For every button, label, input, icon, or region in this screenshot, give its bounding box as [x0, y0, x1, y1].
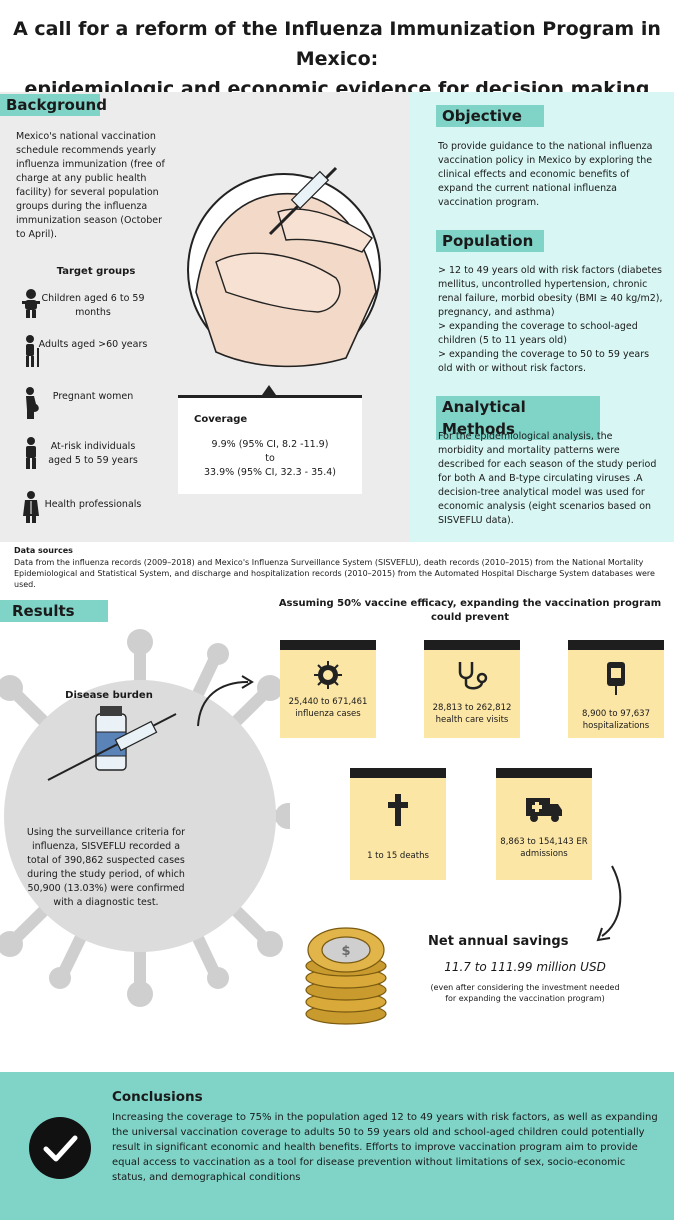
savings-value: 11.7 to 111.99 million USD: [444, 960, 606, 974]
child-icon: [22, 289, 40, 318]
objective-label: Objective: [436, 105, 544, 127]
savings-note-line-2: for expanding the vaccination program): [445, 994, 605, 1003]
checkmark-icon: [29, 1117, 91, 1179]
arrow-to-savings: [596, 865, 622, 942]
target-groups-title: Target groups: [56, 266, 136, 277]
conclusions-label: Conclusions: [112, 1089, 203, 1105]
methods-label: Analytical Methods: [436, 396, 600, 440]
coverage-low: 9.9% (95% CI, 8.2 -11.9): [211, 439, 329, 450]
pregnant-woman-icon: [26, 387, 39, 419]
results-label: Results: [0, 600, 108, 622]
virus-graphic: [0, 629, 290, 1007]
target-group-health-professionals: Health professionals: [44, 499, 142, 510]
objective-text: To provide guidance to the national infl…: [438, 141, 653, 208]
savings-title: Net annual savings: [428, 934, 569, 949]
target-group-pregnant: Pregnant women: [52, 391, 134, 402]
person-icon: [26, 437, 36, 469]
hospitalizations-card: 8,900 to 97,637 hospitalizations: [568, 640, 664, 738]
population-item: > expanding the coverage to 50 to 59 yea…: [438, 349, 650, 374]
vaccination-arm-illustration: [187, 166, 381, 368]
background-label: Background: [0, 94, 107, 116]
coverage-high: 33.9% (95% CI, 32.3 - 35.4): [204, 467, 336, 478]
disease-burden-text: Using the surveillance criteria for infl…: [26, 827, 186, 908]
deaths-card: 1 to 15 deaths: [350, 768, 446, 880]
coins-icon: $: [305, 927, 387, 1025]
target-group-children: Children aged 6 to 59 months: [41, 293, 145, 318]
data-sources-label: Data sources: [14, 546, 73, 555]
health-professional-icon: [23, 491, 39, 523]
methods-text: For the epidemiological analysis, the mo…: [438, 431, 657, 526]
er-admissions-text: 8,863 to 154,143 ER admissions: [500, 837, 588, 859]
infographic-title: A call for a reform of the Influenza Imm…: [0, 14, 674, 104]
population-label: Population: [436, 230, 544, 252]
background-text: Mexico's national vaccination schedule r…: [16, 131, 165, 240]
population-item: > expanding the coverage to school-aged …: [438, 321, 638, 346]
deaths-text: 1 to 15 deaths: [367, 851, 429, 861]
health-care-visits-text: 28,813 to 262,812 health care visits: [432, 703, 512, 725]
assumption-line-2: could prevent: [430, 612, 510, 623]
coverage-box: Coverage 9.9% (95% CI, 8.2 -11.9) to 33.…: [178, 395, 362, 494]
stethoscope-icon: [458, 662, 488, 690]
ambulance-icon: [526, 798, 562, 822]
elderly-icon: [26, 335, 39, 367]
population-item: > 12 to 49 years old with risk factors (…: [438, 265, 663, 318]
conclusions-text: Increasing the coverage to 75% in the po…: [112, 1112, 658, 1183]
objective-panel: [410, 92, 674, 542]
coverage-label: Coverage: [194, 414, 248, 425]
iv-bag-icon: [607, 662, 625, 695]
hospitalizations-text: 8,900 to 97,637 hospitalizations: [581, 709, 650, 731]
disease-burden-title: Disease burden: [65, 690, 153, 701]
er-admissions-card: 8,863 to 154,143 ER admissions: [496, 768, 592, 880]
conclusions-panel: [0, 1072, 674, 1220]
title-line-1: A call for a reform of the Influenza Imm…: [13, 18, 661, 70]
assumption-text: Assuming 50% vaccine efficacy, expanding…: [268, 597, 672, 625]
cross-icon: [388, 794, 408, 826]
coverage-to: to: [265, 453, 275, 464]
target-group-adults: Adults aged >60 years: [38, 339, 148, 350]
target-group-at-risk: At-risk individuals aged 5 to 59 years: [48, 441, 138, 466]
health-care-visits-card: 28,813 to 262,812 health care visits: [424, 640, 520, 738]
coverage-pointer: [262, 385, 276, 395]
arrow-to-cards: [197, 675, 254, 727]
influenza-cases-card: 25,440 to 671,461 influenza cases: [280, 640, 376, 738]
data-sources-text: Data from the influenza records (2009–20…: [14, 558, 655, 589]
influenza-cases-text: 25,440 to 671,461 influenza cases: [288, 697, 368, 719]
svg-text:$: $: [341, 944, 350, 959]
savings-note: (even after considering the investment n…: [390, 982, 660, 1004]
population-list: > 12 to 49 years old with risk factors (…: [438, 264, 664, 376]
savings-note-line-1: (even after considering the investment n…: [430, 983, 620, 992]
assumption-line-1: Assuming 50% vaccine efficacy, expanding…: [278, 598, 662, 609]
virus-icon: [314, 661, 342, 689]
